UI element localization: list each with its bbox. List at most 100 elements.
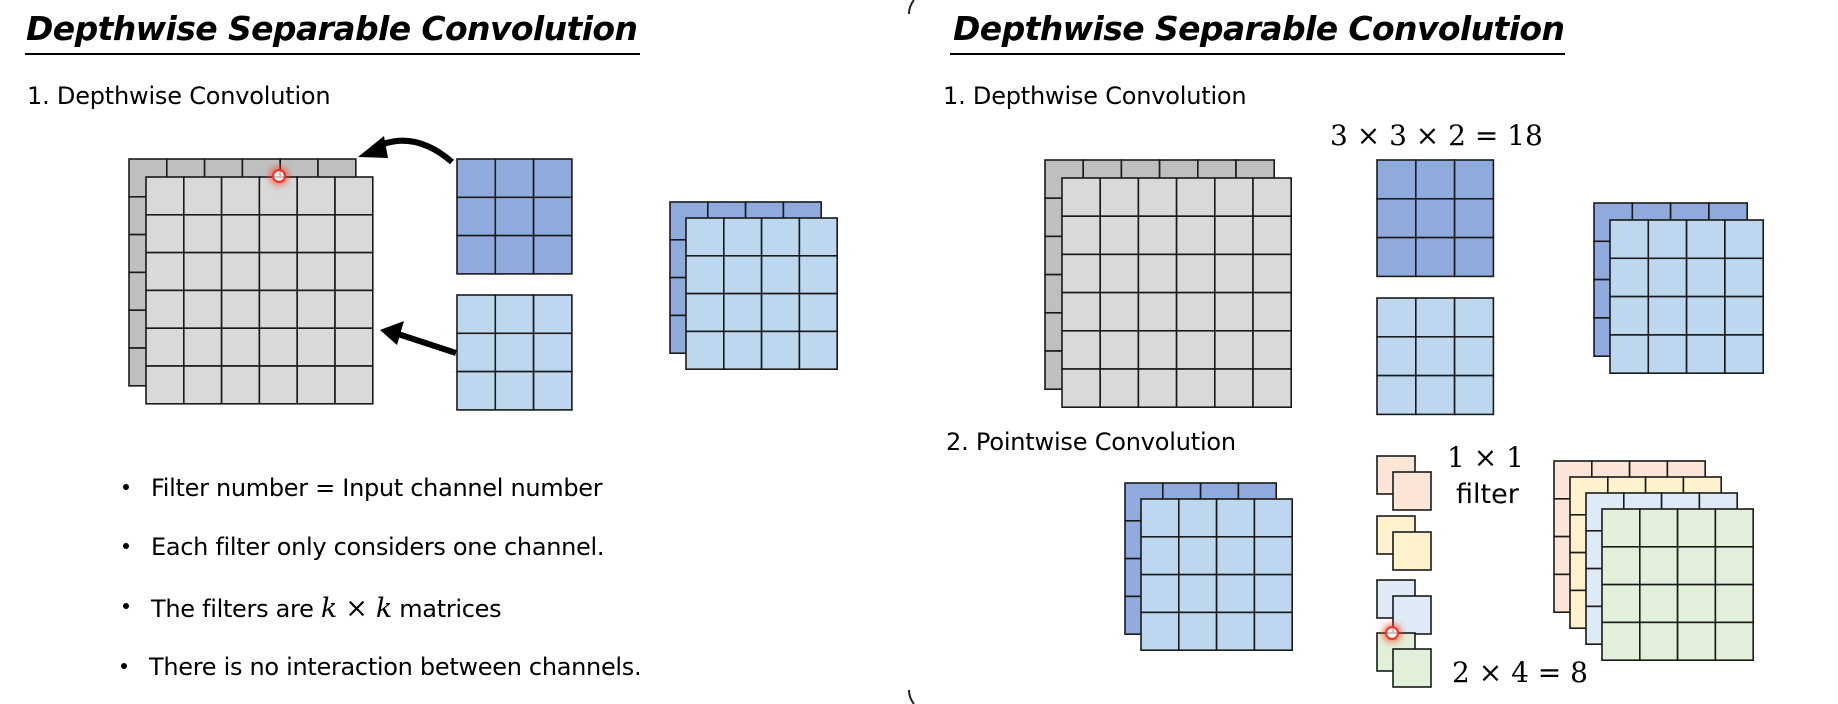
grid-cell [1415,159,1456,200]
grid-cell [1137,329,1178,370]
grid-cell [1453,374,1495,416]
math-var-k: k [375,593,392,624]
pointwise-figure [1124,455,1755,688]
grid-cell [798,330,839,370]
grid-cell [494,196,535,237]
grid-cell [1099,253,1140,294]
right-slide-title: Depthwise Separable Convolution [953,9,1565,48]
grid-cell [1175,215,1216,256]
grid-cell [1639,508,1679,548]
bullet-dot-icon [121,663,127,669]
grid-cell [1137,368,1178,409]
grid-cell [760,330,801,370]
grid-cell [1392,648,1432,688]
grid-cell [1601,621,1641,662]
grid-cell [1376,198,1417,239]
grid-cell [1415,374,1456,416]
grid-cell [220,251,261,292]
input-channel-1 [145,176,374,405]
grid-cell [1601,583,1641,624]
grid-cell [1601,545,1641,586]
grid-cell [1609,295,1650,336]
grid-cell [1647,334,1688,374]
grid-cell [1252,177,1293,218]
grid-cell [456,234,497,275]
left-depthwise-figure [128,158,839,411]
grid-cell [258,327,298,367]
grid-cell [760,292,801,333]
grid-cell [1676,508,1717,548]
grid-cell [1137,253,1178,294]
grid-cell [1685,295,1726,336]
grid-cell [1647,257,1688,298]
grid-cell [1685,219,1726,260]
grid-cell [532,196,573,237]
grid-cell [532,234,573,275]
grid-cell [1639,583,1679,624]
grid-cell [258,251,298,292]
grid-cell [183,327,223,367]
grid-cell [334,365,374,405]
grid-cell [1639,545,1679,586]
grid-cell [1453,159,1495,200]
grid-cell [1647,295,1688,336]
grid-cell [1214,177,1254,218]
grid-cell [494,294,535,335]
grid-cell [258,289,298,329]
grid-cell [494,158,535,199]
grid-cell [220,327,261,367]
grid-cell [183,289,223,329]
bullet-text: There is no interaction between channels… [149,653,642,681]
grid-cell [1137,177,1178,218]
laser-pointer-icon [272,169,286,183]
grid-cell [296,365,336,405]
bullet-text-prefix: The filters are [151,595,321,623]
grid-cell [1215,611,1256,652]
right-title-underline [950,53,1565,55]
grid-cell [685,292,725,333]
grid-cell [456,294,497,335]
math-times: × [336,593,376,624]
grid-cell [1453,236,1495,278]
grid-cell [1415,198,1456,239]
grid-cell [183,214,223,254]
grid-cell [1724,257,1765,298]
depthwise-param-count: 3 × 3 × 2 = 18 [1330,119,1543,152]
grid-cell [456,370,497,411]
grid-cell [1392,595,1432,635]
grid-cell [1252,253,1293,294]
pointwise-output-channel-4 [1601,508,1755,662]
grid-cell [1175,177,1216,218]
pointwise-filter-2-depth-2 [1392,531,1432,571]
grid-cell [1714,545,1755,586]
grid-cell [798,292,839,333]
grid-cell [334,327,374,367]
grid-cell [1137,291,1178,332]
grid-cell [1685,334,1726,374]
grid-cell [334,176,374,216]
grid-cell [1252,215,1293,256]
depthwise-output-channel-2 [685,217,839,370]
grid-cell [1376,159,1417,200]
grid-cell [296,214,336,254]
grid-cell [532,294,573,335]
grid-cell [1639,621,1679,662]
grid-cell [296,289,336,329]
grid-cell [1214,253,1254,294]
bullet-dot-icon [123,484,129,490]
grid-cell [1714,621,1755,662]
grid-cell [532,332,573,373]
bullet-dot-icon [123,543,129,549]
arrow-head-icon [358,136,388,158]
grid-cell [145,365,185,405]
grid-cell [722,330,763,370]
grid-cell [456,196,497,237]
grid-cell [1252,291,1293,332]
bullet-text: The filters are k × k matrices [151,593,502,624]
grid-cell [1061,368,1102,409]
grid-cell [760,217,801,257]
grid-cell [145,176,185,216]
grid-cell [296,251,336,292]
pointwise-filter-word-label: filter [1456,479,1519,510]
grid-cell [183,365,223,405]
